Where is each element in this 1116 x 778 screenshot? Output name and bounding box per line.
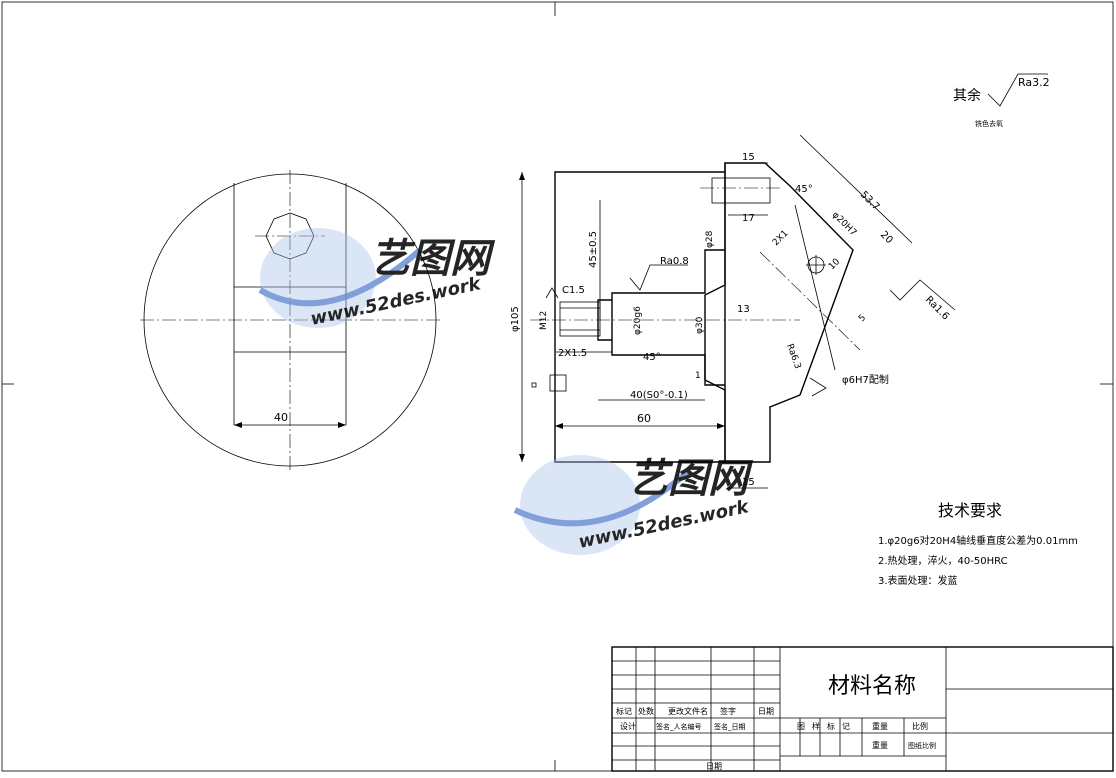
ra63-text: Ra6.3 (784, 343, 802, 371)
tb-label-count: 处数 (638, 706, 654, 716)
tb-stage-2: 样 (812, 721, 820, 731)
dim-40-arrow-left (234, 422, 242, 428)
dim-53-text: 53.7 (858, 189, 882, 213)
dim-53-line (799, 134, 913, 244)
main-view: 15 17 45° 53.7 20 φ20H7 2X1 10 Ra1.6 5 φ… (510, 134, 956, 489)
tb-label-file: 更改文件名 (668, 706, 708, 716)
phi6-arrow (809, 377, 827, 397)
tech-req-item-2: 2.热处理，淬火，40-50HRC (878, 554, 1008, 567)
ra16-text: Ra1.6 (923, 294, 951, 322)
dim-45-text: 45±0.5 (588, 231, 599, 268)
tech-req-item-3: 3.表面处理：发蓝 (878, 574, 958, 587)
watermark-globe-bottom (520, 455, 640, 555)
ra08-text: Ra0.8 (660, 256, 689, 267)
small-square (549, 374, 567, 392)
dim-1-text: 1 (695, 371, 701, 381)
dim-2x1: 2X1 (771, 229, 791, 249)
watermark-bottom: 艺图网 www.52des.work (513, 455, 754, 555)
dim-40-text: 40 (274, 411, 288, 424)
dim-40thread-text: 40(S0°-0.1) (630, 390, 688, 401)
tiny-square (531, 382, 537, 388)
left-view-hole (265, 212, 315, 260)
dim-40-arrow-right (338, 422, 346, 428)
dim-105-arrow-top (519, 172, 525, 180)
tb-label-mark: 标记 (616, 706, 632, 716)
material-name: 材料名称 (828, 674, 916, 699)
roughness-value: Ra3.2 (1018, 76, 1050, 89)
dim-105-text: φ105 (510, 306, 521, 332)
ra08-symbol (629, 264, 688, 291)
tb-label-date: 日期 (758, 707, 774, 716)
dim-17-text: 17 (742, 213, 755, 224)
watermark-top: 艺图网 www.52des.work (258, 228, 496, 330)
c15-arrow (545, 287, 559, 299)
tb-stage-4: 记 (842, 722, 850, 731)
roughness-symbol (987, 73, 1048, 107)
tech-req-title: 技术要求 (938, 501, 1002, 520)
dim-phi28: φ28 (705, 230, 715, 248)
inclined-edge-1 (794, 204, 836, 371)
ra16-symbol (889, 279, 956, 311)
tb-scale: 比例 (912, 721, 928, 731)
phi6h7-text: φ6H7配制 (842, 373, 889, 386)
dim-5: 5 (857, 313, 868, 324)
dim-phi20g6: φ20g6 (633, 306, 643, 335)
title-block-frame (611, 646, 1114, 772)
tb-stage-1: 图 (797, 722, 805, 731)
dim-60-text: 60 (637, 412, 651, 425)
tb-weight-2: 重量 (872, 740, 888, 750)
dim-60-arrow-left (555, 423, 563, 429)
tech-req-item-1: 1.φ20g6对20H4轴线垂直度公差为0.01mm (878, 534, 1078, 547)
angle-45-bottom: 45° (643, 352, 661, 363)
dim-13-text: 13 (737, 304, 750, 315)
dim-phi20h7: φ20H7 (830, 210, 858, 238)
tb-label-design: 设计 (620, 721, 636, 731)
dim-10: 10 (827, 257, 842, 272)
title-block: 标记 处数 更改文件名 签字 日期 设计 签名_人名编号 签名_日期 日期 材料… (611, 646, 1114, 772)
tb-stage-3: 标 (827, 721, 835, 731)
section-hatch-body (704, 162, 854, 463)
dim-105-arrow-bottom (519, 454, 525, 462)
angle-45-top: 45° (795, 184, 813, 195)
flange-outline (554, 171, 725, 463)
surface-note: 其余 Ra3.2 铣色去氧 (953, 73, 1050, 128)
surface-note-label: 其余 (953, 87, 981, 104)
top-bore (711, 177, 771, 204)
thread-body (559, 301, 601, 337)
dim-phi30: φ30 (695, 316, 705, 334)
tb-scale-2: 图纸比例 (908, 741, 936, 750)
watermark-brand-bottom: 艺图网 (628, 456, 754, 502)
dim-bottom15-text: 15 (742, 477, 755, 488)
tb-weight: 重量 (872, 721, 888, 731)
left-view: 40 (140, 170, 440, 470)
process-note: 铣色去氧 (975, 119, 1003, 128)
tb-label-sign: 签字 (720, 706, 736, 716)
tb-label-date-bottom: 日期 (706, 762, 722, 771)
inclined-centerline (759, 251, 861, 351)
shaft-steps (611, 249, 725, 386)
dim-2x15-text: 2X1.5 (558, 348, 587, 359)
tb-label-sig-id: 签名_人名编号 (656, 722, 702, 731)
watermark-swoosh-top (258, 247, 422, 307)
watermark-brand-top: 艺图网 (370, 236, 496, 282)
tb-label-sig-date: 签名_日期 (714, 722, 746, 731)
c15-text: C1.5 (562, 285, 585, 296)
dim-top15-text: 15 (742, 152, 755, 163)
m12-text: M12 (539, 311, 549, 330)
tech-requirements: 技术要求 1.φ20g6对20H4轴线垂直度公差为0.01mm 2.热处理，淬火… (878, 501, 1078, 587)
watermark-swoosh-bottom (513, 467, 692, 527)
dim-60-arrow-right (717, 423, 725, 429)
dim-20-text: 20 (878, 229, 895, 246)
